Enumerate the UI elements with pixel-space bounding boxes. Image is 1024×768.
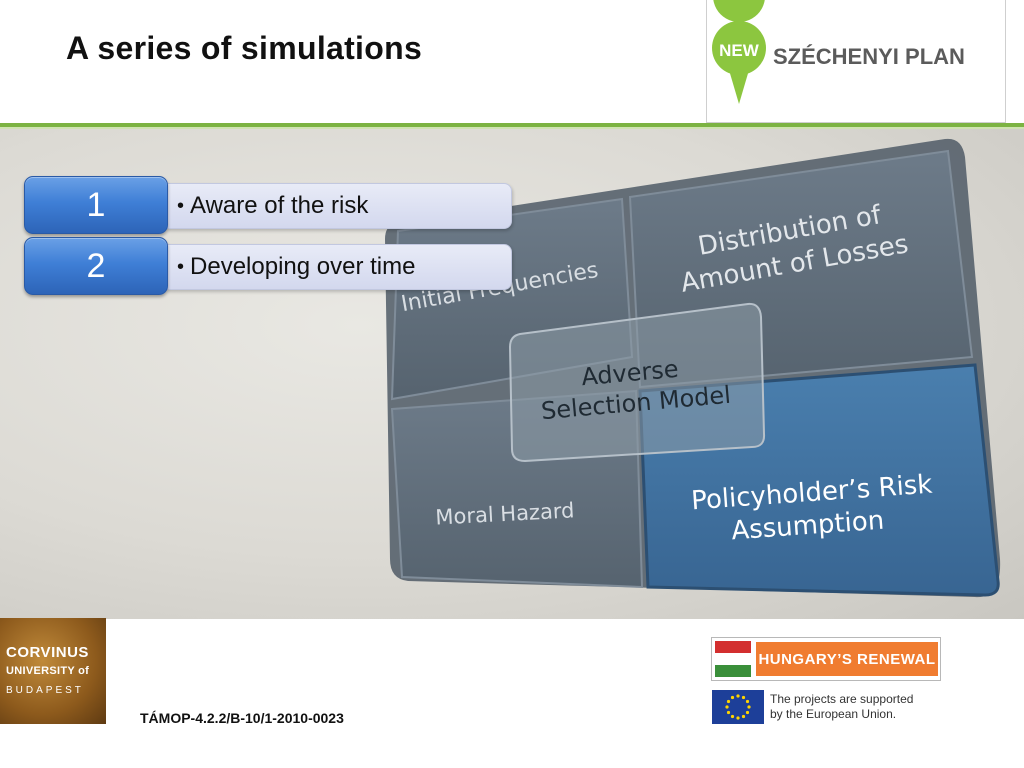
hungarys-renewal-logo: HUNGARY’S RENEWAL: [711, 637, 941, 681]
slide-title: A series of simulations: [66, 30, 423, 66]
bullet-icon: •: [177, 194, 185, 217]
header-divider-shadow: [0, 127, 1024, 129]
eu-support-text: The projects are supported by the Europe…: [770, 692, 913, 722]
eu-flag-icon: [712, 690, 764, 724]
eu-support-line2: by the European Union.: [770, 707, 897, 721]
corvinus-university-logo: CORVINUS UNIVERSITY of BUDAPEST: [0, 618, 106, 724]
hungarian-flag-icon: [715, 641, 751, 677]
header-divider: [0, 123, 1024, 127]
step-2-label: Developing over time: [190, 253, 416, 280]
eu-support-line1: The projects are supported: [770, 692, 914, 706]
step-2-label-box: • Developing over time: [166, 244, 512, 290]
step-1-label-box: • Aware of the risk: [166, 183, 512, 229]
slide-content: Initial Frequencies Distribution of Amou…: [0, 129, 1024, 619]
bullet-icon: •: [177, 255, 185, 278]
university-name-line1: CORVINUS: [6, 644, 89, 661]
step-2-number: 2: [24, 237, 168, 295]
step-1-number: 1: [24, 176, 168, 234]
university-name-line3: BUDAPEST: [6, 685, 84, 696]
model-board: Initial Frequencies Distribution of Amou…: [385, 138, 1001, 598]
szechenyi-logo-graphic: NEW SZÉCHENYI PLAN: [712, 0, 965, 104]
center-adverse-selection: [508, 302, 766, 463]
logo-brand-text: SZÉCHENYI PLAN: [773, 44, 965, 69]
logo-badge-text: NEW: [719, 41, 760, 60]
renewal-text: HUNGARY’S RENEWAL: [756, 642, 938, 676]
new-szechenyi-plan-logo: NEW SZÉCHENYI PLAN: [706, 0, 1006, 123]
university-name-line2: UNIVERSITY of: [6, 665, 90, 677]
project-code: TÁMOP-4.2.2/B-10/1-2010-0023: [140, 710, 344, 726]
step-1-label: Aware of the risk: [190, 192, 369, 219]
